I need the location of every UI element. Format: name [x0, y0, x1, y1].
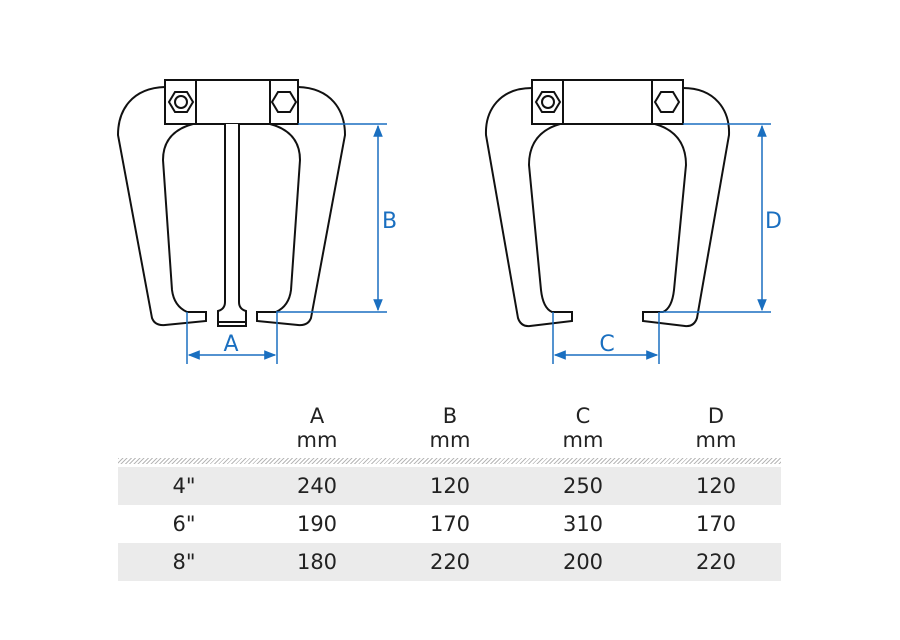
- header-letter: D: [707, 404, 725, 428]
- header-unit: mm: [562, 428, 604, 452]
- size-cell: 4": [172, 474, 196, 498]
- value-cell: 220: [695, 550, 737, 574]
- dimension-b: [276, 123, 387, 313]
- value-cell: 180: [296, 550, 338, 574]
- left-jaw-arm: [116, 86, 207, 327]
- spindle: [217, 124, 247, 327]
- dimension-c: [552, 312, 660, 364]
- table-row: 4" 240 120 250 120: [118, 467, 781, 505]
- value-cell: 310: [562, 512, 604, 536]
- header-unit: mm: [429, 428, 471, 452]
- dimension-c-label: C: [599, 332, 614, 357]
- value-cell: 190: [296, 512, 338, 536]
- dimension-d: [660, 123, 771, 313]
- table-row: 6" 190 170 310 170: [118, 505, 781, 543]
- nut-icon: [534, 91, 562, 113]
- table-row: 8" 180 220 200 220: [118, 543, 781, 581]
- value-cell: 200: [562, 550, 604, 574]
- dimension-b-label: B: [382, 209, 397, 234]
- bolt-head-icon: [653, 91, 681, 113]
- dimension-a: [186, 312, 278, 364]
- header-unit: mm: [695, 428, 737, 452]
- value-cell: 170: [429, 512, 471, 536]
- left-jaw-arm: [484, 87, 573, 328]
- dimension-d-label: D: [765, 209, 782, 234]
- value-cell: 250: [562, 474, 604, 498]
- value-cell: 170: [695, 512, 737, 536]
- header-letter: B: [442, 404, 458, 428]
- value-cell: 220: [429, 550, 471, 574]
- header-divider: [118, 458, 781, 464]
- dimension-a-label: A: [223, 332, 238, 357]
- nut-icon: [167, 91, 195, 113]
- puller-diagrams: A B C D: [116, 79, 782, 364]
- two-arm-puller: [484, 79, 731, 328]
- header-letter: A: [309, 404, 325, 428]
- value-cell: 120: [695, 474, 737, 498]
- value-cell: 240: [296, 474, 338, 498]
- header-letter: C: [575, 404, 591, 428]
- size-cell: 8": [172, 550, 196, 574]
- size-cell: 6": [172, 512, 196, 536]
- value-cell: 120: [429, 474, 471, 498]
- header-unit: mm: [296, 428, 338, 452]
- bolt-head-icon: [270, 91, 298, 113]
- right-jaw-arm: [642, 87, 731, 328]
- two-arm-puller-with-spindle: [116, 79, 347, 327]
